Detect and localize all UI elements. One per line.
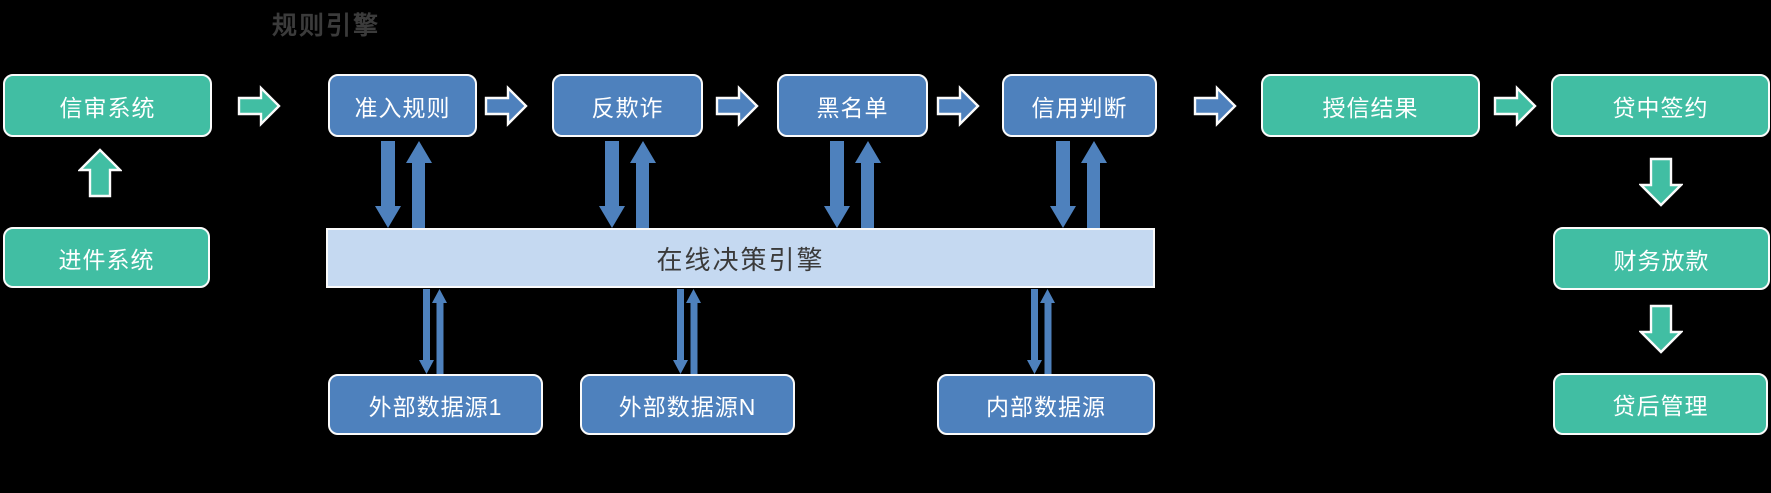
double-arrow-vertical-icon: [419, 289, 447, 374]
node-loan-signing: 贷中签约: [1551, 74, 1770, 137]
node-blacklist: 黑名单: [777, 74, 928, 137]
node-finance-disbursement: 财务放款: [1553, 227, 1770, 290]
node-online-decision-engine: 在线决策引擎: [326, 228, 1155, 288]
node-admission-rules: 准入规则: [328, 74, 477, 137]
arrow-right-icon: [936, 85, 980, 127]
node-external-source-1: 外部数据源1: [328, 374, 543, 435]
double-arrow-vertical-icon: [599, 141, 656, 228]
double-arrow-vertical-icon: [673, 289, 701, 374]
node-intake-system: 进件系统: [3, 227, 210, 288]
node-anti-fraud: 反欺诈: [552, 74, 703, 137]
node-internal-source: 内部数据源: [937, 374, 1155, 435]
double-arrow-vertical-icon: [1050, 141, 1107, 228]
node-external-source-n: 外部数据源N: [580, 374, 795, 435]
arrow-up-icon: [78, 148, 122, 198]
node-credit-result: 授信结果: [1261, 74, 1480, 137]
arrow-right-icon: [237, 85, 281, 127]
double-arrow-vertical-icon: [824, 141, 881, 228]
arrow-down-icon: [1639, 304, 1683, 354]
arrow-right-icon: [1493, 85, 1537, 127]
arrow-right-icon: [484, 85, 528, 127]
arrow-right-icon: [715, 85, 759, 127]
double-arrow-vertical-icon: [375, 141, 432, 228]
node-post-loan-management: 贷后管理: [1553, 373, 1768, 435]
node-credit-review-system: 信审系统: [3, 74, 212, 137]
double-arrow-vertical-icon: [1027, 289, 1055, 374]
arrow-down-icon: [1639, 157, 1683, 207]
arrow-right-icon: [1193, 85, 1237, 127]
node-credit-judgment: 信用判断: [1002, 74, 1157, 137]
diagram-title: 规则引擎: [272, 12, 381, 40]
